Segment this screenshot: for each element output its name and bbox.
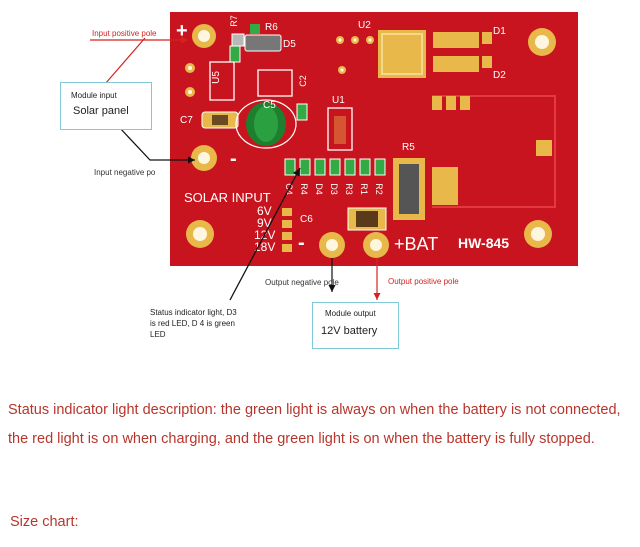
status-indicator-callout: Status indicator light, D3 is red LED, D… [150, 307, 237, 340]
pcb-artwork [185, 24, 556, 258]
module-output-value: 12V battery [321, 325, 378, 337]
label-d5: D5 [283, 39, 296, 50]
input-negative-callout: Input negative po [94, 168, 156, 177]
mount-hole-top-left [192, 24, 216, 48]
model-label: HW-845 [458, 235, 510, 251]
pcb-board: + - SOLAR INPUT 6V 9V 12V 18V - +BAT HW-… [170, 12, 578, 266]
description-line-1: Status indicator light description: the … [8, 402, 621, 418]
module-input-title: Module input [71, 91, 117, 100]
label-c5: C5 [263, 100, 276, 111]
label-u2: U2 [358, 20, 371, 31]
solar-input-label: SOLAR INPUT [184, 190, 271, 205]
output-positive-pad [363, 232, 389, 258]
module-output-box: Module output 12V battery [312, 302, 399, 349]
mount-hole-bottom-right [524, 220, 552, 248]
label-u1: U1 [332, 95, 345, 106]
label-c7: C7 [180, 115, 193, 126]
bat-label: +BAT [394, 234, 439, 254]
status-callout-line3: LED [150, 330, 166, 339]
label-d2: D2 [493, 70, 506, 81]
mount-hole-bottom-left [186, 220, 214, 248]
status-callout-line1: Status indicator light, D3 [150, 308, 237, 317]
label-r6: R6 [265, 22, 278, 33]
input-positive-callout: Input positive pole [92, 29, 157, 38]
input-positive-mark: + [176, 20, 188, 42]
module-input-value: Solar panel [73, 105, 129, 117]
output-negative-pad [319, 232, 345, 258]
label-d1: D1 [493, 26, 506, 37]
mount-hole-top-right [528, 28, 556, 56]
size-chart-heading: Size chart: [10, 514, 79, 530]
label-c6: C6 [300, 214, 313, 225]
input-negative-mark: - [230, 148, 237, 170]
module-input-box: Module input Solar panel [60, 82, 152, 130]
label-r5: R5 [402, 142, 415, 153]
output-negative-callout: Output negative pole [265, 278, 339, 287]
input-negative-pad [191, 145, 217, 171]
output-positive-callout: Output positive pole [388, 277, 459, 286]
module-output-title: Module output [325, 309, 376, 318]
status-callout-line2: is red LED, D 4 is green [150, 319, 235, 328]
output-negative-mark: - [298, 232, 305, 254]
voltage-9v: 9V [257, 216, 272, 230]
description-line-2: the red light is on when charging, and t… [8, 431, 595, 447]
voltage-6v: 6V [257, 204, 272, 218]
